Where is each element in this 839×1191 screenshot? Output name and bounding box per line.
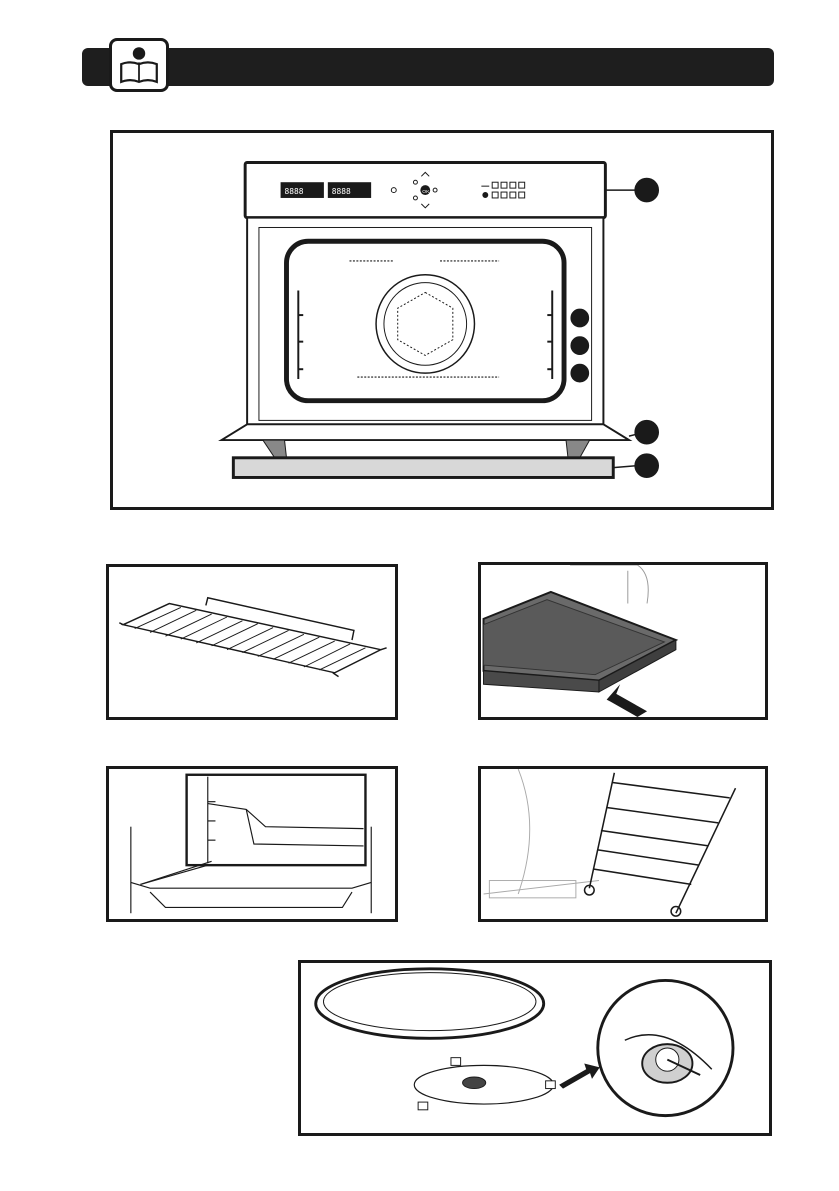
wire-rack-figure bbox=[106, 564, 398, 720]
callout-5 bbox=[635, 420, 659, 444]
baking-tray-figure bbox=[478, 562, 768, 720]
callout-3 bbox=[571, 337, 589, 355]
tray-on-side-rails-figure bbox=[106, 766, 398, 922]
callout-1 bbox=[635, 178, 659, 202]
display-left: 8888 bbox=[285, 187, 304, 196]
reading-manual-icon bbox=[109, 38, 169, 92]
detail-arrow-icon bbox=[559, 1063, 600, 1088]
callout-4 bbox=[571, 364, 589, 382]
oven-front-view-figure: 8888 8888 OK bbox=[110, 130, 774, 510]
callout-6 bbox=[635, 454, 659, 478]
side-shelf-rails-figure bbox=[478, 766, 768, 922]
display-right: 8888 bbox=[332, 187, 351, 196]
section-header-bar bbox=[82, 48, 774, 86]
ok-label: OK bbox=[422, 189, 430, 195]
turntable-and-roller-ring-figure bbox=[298, 960, 772, 1136]
insert-arrow-icon bbox=[607, 684, 647, 717]
callout-2 bbox=[571, 309, 589, 327]
